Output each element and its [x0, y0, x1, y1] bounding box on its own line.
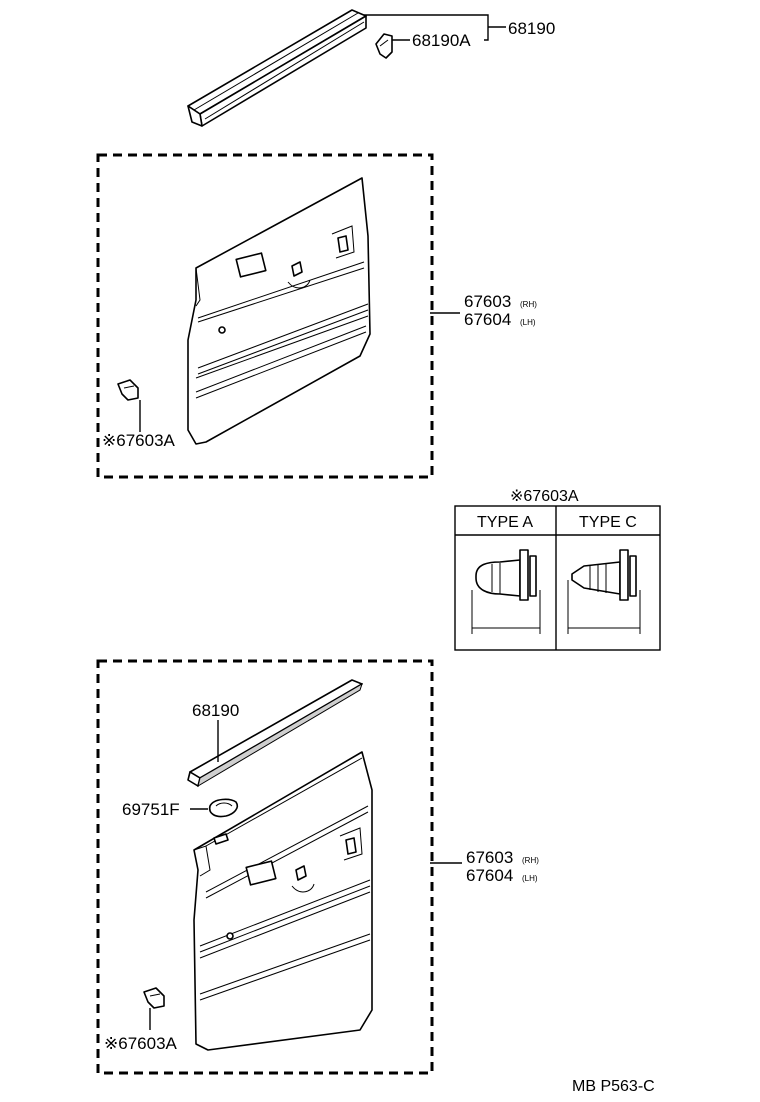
diagram-code: MB P563-C	[572, 1078, 655, 1095]
label-67604-lh-panel2: 67604	[466, 866, 513, 885]
label-67603-rh-panel2: 67603	[466, 848, 513, 867]
door-trim-panel-1	[187, 177, 371, 445]
label-67604-lh-panel1: 67604	[464, 310, 511, 329]
label-rh-panel1: (RH)	[520, 300, 537, 309]
top-leader-lines	[364, 14, 506, 41]
label-68190a-clip: 68190A	[412, 31, 471, 50]
detail-table	[454, 505, 661, 651]
label-69751f-cover: 69751F	[122, 800, 180, 819]
type-a-clip-drawing	[471, 549, 541, 634]
label-67603-rh-panel1: 67603	[464, 292, 511, 311]
label-lh-panel2: (LH)	[522, 874, 538, 883]
header-type-c: TYPE C	[579, 514, 637, 531]
panel2-weatherstrip-part	[187, 679, 363, 788]
label-rh-panel2: (RH)	[522, 856, 539, 865]
label-68190-panel2: 68190	[192, 701, 239, 720]
type-c-clip-drawing	[567, 549, 641, 634]
label-67603a-panel1: ※67603A	[102, 431, 176, 450]
panel2-cover-part	[208, 798, 239, 818]
detail-title: ※67603A	[510, 488, 579, 505]
label-68190-top: 68190	[508, 19, 555, 38]
header-type-a: TYPE A	[477, 514, 533, 531]
label-67603a-panel2: ※67603A	[104, 1034, 178, 1053]
label-lh-panel1: (LH)	[520, 318, 536, 327]
panel1-dashed-frame	[96, 153, 434, 479]
top-weatherstrip-part	[187, 9, 367, 127]
panel2-dashed-frame	[96, 659, 434, 1075]
door-trim-panel-2	[193, 751, 373, 1051]
panel2-clip-part	[143, 987, 165, 1030]
panel1-clip-part	[117, 379, 141, 432]
top-clip-part	[375, 33, 393, 59]
